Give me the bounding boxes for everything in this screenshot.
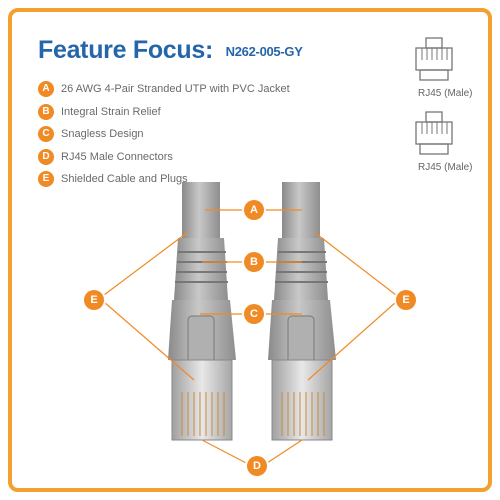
feature-badge: B bbox=[38, 103, 54, 120]
connector-label: RJ45 (Male) bbox=[418, 88, 473, 99]
feature-item: C Snagless Design bbox=[38, 123, 290, 146]
page-title: Feature Focus: N262-005-GY bbox=[38, 36, 303, 65]
title-text: Feature Focus: bbox=[38, 36, 213, 64]
feature-item: D RJ45 Male Connectors bbox=[38, 146, 290, 169]
feature-badge: D bbox=[38, 148, 54, 165]
feature-text: Shielded Cable and Plugs bbox=[61, 173, 188, 186]
callout-c: C bbox=[244, 304, 264, 324]
connector-label: RJ45 (Male) bbox=[418, 162, 473, 173]
feature-item: E Shielded Cable and Plugs bbox=[38, 168, 290, 191]
feature-text: 26 AWG 4-Pair Stranded UTP with PVC Jack… bbox=[61, 83, 290, 96]
feature-badge: A bbox=[38, 81, 54, 98]
feature-text: RJ45 Male Connectors bbox=[61, 150, 173, 163]
feature-list: A 26 AWG 4-Pair Stranded UTP with PVC Ja… bbox=[38, 78, 290, 191]
callout-b: B bbox=[244, 252, 264, 272]
feature-text: Integral Strain Relief bbox=[61, 105, 161, 118]
feature-item: B Integral Strain Relief bbox=[38, 101, 290, 124]
rj45-plug-icon bbox=[415, 111, 453, 155]
feature-text: Snagless Design bbox=[61, 128, 144, 141]
product-card: Feature Focus: N262-005-GY A 26 AWG 4-Pa… bbox=[8, 8, 492, 492]
feature-badge: C bbox=[38, 126, 54, 143]
callout-e-left: E bbox=[84, 290, 104, 310]
callout-a: A bbox=[244, 200, 264, 220]
right-cable bbox=[268, 182, 336, 441]
feature-item: A 26 AWG 4-Pair Stranded UTP with PVC Ja… bbox=[38, 78, 290, 101]
callout-e-right: E bbox=[396, 290, 416, 310]
feature-badge: E bbox=[38, 171, 54, 188]
left-cable bbox=[168, 182, 236, 441]
callout-d: D bbox=[247, 456, 267, 476]
rj45-plug-icon bbox=[415, 37, 453, 81]
callout-lines bbox=[103, 209, 397, 466]
part-number: N262-005-GY bbox=[225, 44, 303, 59]
